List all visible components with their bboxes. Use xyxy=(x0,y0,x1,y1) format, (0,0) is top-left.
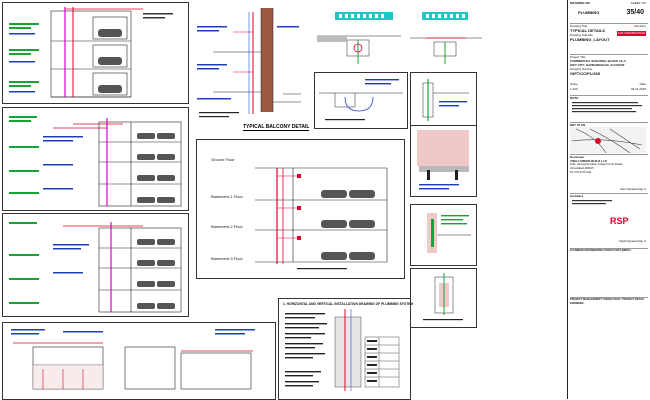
balcony-detail-block: TYPICAL BALCONY DETAIL xyxy=(193,2,310,132)
floor-label-basement2: Basement-2 Floor xyxy=(211,224,243,229)
balcony-detail-title: TYPICAL BALCONY DETAIL xyxy=(243,124,310,131)
section-drawing-lower xyxy=(9,222,182,313)
title-block-notes: NOTE xyxy=(570,96,648,123)
balcony-detail-drawing xyxy=(197,8,301,118)
title-block: DRAWING NO PLUMBING SHEET NO 35/40 Drawi… xyxy=(567,0,650,399)
section-panel-top xyxy=(2,2,189,104)
pipe-sleeve-detail-panel xyxy=(410,72,477,129)
title-block-pmc: PROJECT MANAGEMENT CONSULTANT / PROJECT … xyxy=(570,298,645,305)
floor-drain-detail-tile xyxy=(406,2,486,68)
installation-drawing-title: 1. HORIZONTAL AND VERTICAL INSTALLATION … xyxy=(283,302,414,306)
installation-legend-panel: 1. HORIZONTAL AND VERTICAL INSTALLATION … xyxy=(278,298,414,400)
title-block-project: Project Title COMMERCIAL BUILDING, BLOCK… xyxy=(570,55,648,96)
nahani-trap-detail-panel xyxy=(314,72,408,129)
longitudinal-section-panel xyxy=(2,322,276,400)
floor-label-basement1: Basement-1 Floor xyxy=(211,194,243,199)
title-block-architect: Architect RSP Digital Signature/Sig. & xyxy=(570,194,648,249)
title-block-developer: Developer VIRAJ GREEN BUILD LLP 1101, Va… xyxy=(570,155,648,194)
longitudinal-section-drawing xyxy=(11,329,255,390)
discipline-label: PLUMBING xyxy=(578,10,600,15)
manhole-detail-panel xyxy=(410,125,477,197)
section-panel-lower xyxy=(2,213,189,317)
section-drawing-top xyxy=(9,7,173,98)
architect-logo: RSP xyxy=(610,216,629,226)
floor-label-ground: Ground Floor xyxy=(211,157,235,162)
title-block-consultant: PLUMBING ENGINEERING CONSULTANT (MEPF) xyxy=(570,249,648,298)
title-block-key-plan: KEY PLAN xyxy=(570,123,648,155)
revision-badge: FOR CONSTRUCTION xyxy=(616,31,646,36)
title-block-drawing-title: Drawing Title TYPICAL DETAILS Drawing Su… xyxy=(570,24,648,55)
key-plan-map xyxy=(570,127,646,153)
section-panel-middle xyxy=(2,107,189,211)
sheet-number: 35/40 xyxy=(626,9,644,16)
floor-trap-detail-tile xyxy=(313,2,405,68)
inspection-chamber-panel xyxy=(410,204,477,266)
floor-label-basement3: Basement-3 Floor xyxy=(211,256,243,261)
basement-section-panel: Ground Floor Basement-1 Floor Basement-2… xyxy=(196,139,405,279)
title-block-drawing-no: DRAWING NO PLUMBING SHEET NO 35/40 xyxy=(570,1,648,24)
riser-detail-panel xyxy=(410,268,477,328)
section-drawing-middle xyxy=(9,116,182,207)
